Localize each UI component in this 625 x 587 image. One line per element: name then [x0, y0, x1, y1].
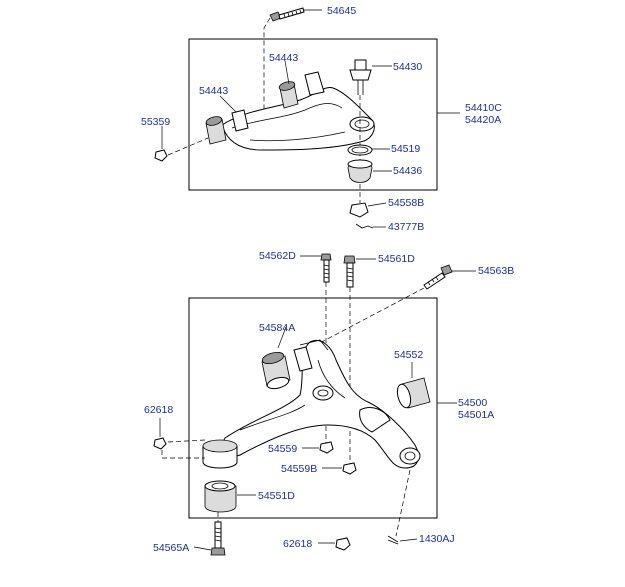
- bushing-54551d: [204, 480, 237, 513]
- leader-54443-left: [219, 95, 237, 113]
- label-54584a: 54584A: [259, 322, 295, 334]
- nut-55359: [154, 149, 168, 162]
- label-54410c: 54410C: [465, 102, 502, 114]
- bolt-54563b: [423, 264, 453, 290]
- cotter-pin-43777b: [355, 223, 374, 229]
- label-54519: 54519: [391, 143, 420, 155]
- dash-62618-left-b: [167, 439, 206, 443]
- label-55359: 55359: [141, 116, 170, 128]
- nut-62618-left: [153, 437, 167, 450]
- nut-54558b: [349, 202, 369, 218]
- bushing-upper-cup: [202, 439, 238, 469]
- dash-62618-left: [161, 450, 205, 459]
- label-54430: 54430: [393, 61, 422, 73]
- snap-ring-54519: [347, 144, 373, 156]
- label-54561d: 54561D: [378, 253, 415, 265]
- label-54551d: 54551D: [258, 490, 295, 502]
- label-54562d: 54562D: [259, 250, 296, 262]
- lower-arm-frame: [188, 297, 438, 519]
- upper-control-arm: [221, 86, 375, 151]
- label-54563b: 54563B: [478, 265, 514, 277]
- label-1430aj: 1430AJ: [419, 533, 455, 545]
- label-54420a: 54420A: [465, 114, 501, 126]
- bolt-54562d: [320, 253, 332, 283]
- label-54443-top: 54443: [269, 52, 298, 64]
- label-54559: 54559: [268, 443, 297, 455]
- leader-54558b: [367, 202, 387, 207]
- label-54558b: 54558B: [388, 197, 424, 209]
- leader-54443-top: [284, 60, 290, 85]
- label-43777b: 43777B: [388, 221, 424, 233]
- bushing-54443-right: [278, 71, 325, 109]
- upper-arm-frame: [188, 38, 438, 191]
- nut-54559: [319, 441, 334, 454]
- label-54501a: 54501A: [458, 409, 494, 421]
- bolt-54565a: [210, 521, 226, 556]
- dash-54645: [263, 17, 271, 125]
- bolt-54645: [269, 7, 305, 22]
- label-54436: 54436: [393, 165, 422, 177]
- bushing-54584a: [261, 346, 313, 390]
- label-54500: 54500: [458, 397, 487, 409]
- label-62618-left: 62618: [144, 404, 173, 416]
- bushing-54443-left: [205, 109, 249, 145]
- leader-1430aj: [399, 538, 418, 542]
- leader-54584a: [277, 326, 287, 349]
- label-54645: 54645: [327, 5, 356, 17]
- cotter-pin-1430aj: [387, 535, 399, 545]
- label-62618-bottom: 62618: [283, 538, 312, 550]
- bolt-54561d: [343, 255, 356, 288]
- leader-54565a: [193, 546, 212, 551]
- ball-joint-54430: [349, 59, 372, 95]
- dash-1430aj: [395, 469, 411, 537]
- dash-54563b: [315, 287, 425, 346]
- nut-62618-bottom: [335, 537, 351, 551]
- label-54443-left: 54443: [199, 85, 228, 97]
- label-54565a: 54565A: [153, 542, 189, 554]
- bushing-54552: [396, 377, 431, 409]
- dash-55359: [167, 137, 209, 156]
- label-54559b: 54559B: [281, 463, 317, 475]
- nut-54559b: [342, 462, 357, 475]
- label-54552: 54552: [394, 349, 423, 361]
- dust-boot-54436: [347, 159, 373, 183]
